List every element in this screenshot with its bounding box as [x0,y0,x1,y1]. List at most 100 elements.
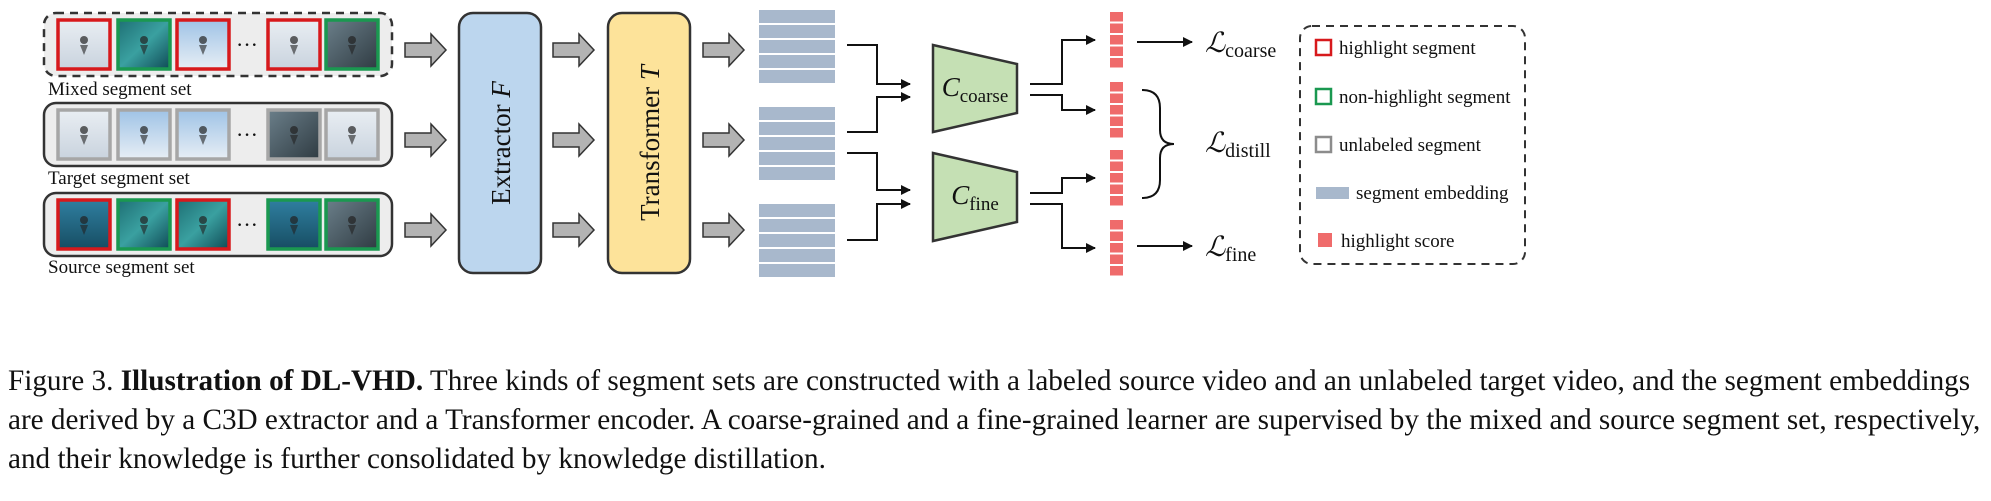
segment-frame [324,198,380,251]
segment-frame [56,18,112,71]
segment-frame [175,108,231,161]
fine-learner: Cfine [931,151,1019,243]
highlight-score-cell [1110,128,1123,138]
block-arrow [404,212,448,248]
score-to-loss-arrows [1137,37,1193,251]
segment-embedding-bar [759,167,835,180]
block-arrow [552,122,596,158]
embedding-stack [759,204,835,277]
score-square-icon [1318,233,1332,247]
transformer-block: Transformer T [606,11,692,275]
caption-title: Illustration of DL-VHD. [120,365,424,397]
embedding-stack [759,10,835,83]
legend-label: unlabeled segment [1339,135,1482,156]
segment-embedding-bar [759,264,835,277]
highlight-score-cell [1110,12,1123,22]
legend-container [1299,25,1526,265]
block-arrow [552,212,596,248]
segment-embedding-bar [759,70,835,83]
highlight-score-cell [1110,93,1123,103]
coarse-learner-label: Ccoarse [942,72,1009,107]
block-arrows-2 [552,32,596,248]
segment-frames: ········· [56,18,380,251]
highlight-box-icon [1314,38,1333,57]
unlabeled-box-icon [1314,135,1333,154]
embedding-stack [759,107,835,180]
highlight-score-cell [1110,150,1123,160]
segment-frame [175,18,231,71]
score-column [1110,12,1123,68]
highlight-score-cell [1110,161,1123,171]
ellipsis: ··· [236,32,258,57]
legend: highlight segment non-highlight segment … [1299,25,1526,265]
loss-fine-label: ℒfine [1205,232,1256,266]
segment-embedding-bar [759,55,835,68]
score-column [1110,150,1123,206]
legend-label: highlight score [1341,231,1454,252]
highlight-score-cell [1110,266,1123,276]
highlight-score-cell [1110,35,1123,45]
highlight-score-cell [1110,46,1123,56]
segment-frame [116,108,172,161]
embedding-to-learner-connectors [847,44,911,241]
segment-frame [324,108,380,161]
highlight-score-cell [1110,82,1123,92]
coarse-learner: Ccoarse [931,43,1019,134]
highlight-score-cell [1110,243,1123,253]
segment-embedding-bar [759,137,835,150]
highlight-score-cell [1110,220,1123,230]
target-set-label: Target segment set [48,168,191,189]
caption-prefix: Figure 3. [8,365,121,397]
highlight-score-cell [1110,184,1123,194]
block-arrow [552,32,596,68]
loss-coarse-label: ℒcoarse [1205,28,1276,62]
mixed-set-label: Mixed segment set [48,79,192,100]
legend-label: highlight segment [1339,38,1476,59]
segment-frame [56,108,112,161]
block-arrow [702,122,746,158]
highlight-score-cell [1110,231,1123,241]
learner-to-score-connectors [1030,35,1096,253]
segment-frame [116,198,172,251]
block-arrow [702,212,746,248]
segment-embedding-bar [759,249,835,262]
highlight-score-cell [1110,105,1123,115]
segment-embedding-bar [759,40,835,53]
highlight-score-cell [1110,196,1123,206]
segment-embedding-bar [759,122,835,135]
pipeline-diagram: Mixed segment set Target segment set Sou… [42,10,1526,278]
segment-embedding-bar [759,219,835,232]
segment-embedding-bar [759,25,835,38]
segment-frame [116,18,172,71]
block-arrows-3 [702,32,746,248]
non-highlight-box-icon [1314,87,1333,106]
segment-frame [266,18,322,71]
loss-distill-label: ℒdistill [1205,128,1271,162]
extractor-block: Extractor F [457,11,543,275]
segment-embedding-bar [759,10,835,23]
legend-label: segment embedding [1356,183,1509,204]
highlight-score-cell [1110,173,1123,183]
segment-frame [175,198,231,251]
segment-embedding-bar [759,107,835,120]
segment-frame [266,108,322,161]
segment-frame [324,18,380,71]
distill-brace [1141,89,1175,199]
highlight-score-columns [1110,12,1123,276]
highlight-score-cell [1110,116,1123,126]
embedding-bar-icon [1316,187,1349,199]
extractor-label: Extractor F [486,81,516,205]
segment-embedding-bar [759,204,835,217]
source-set-label: Source segment set [48,257,195,278]
segment-frame [266,198,322,251]
fine-learner-label: Cfine [951,180,999,215]
highlight-score-cell [1110,254,1123,264]
block-arrow [404,122,448,158]
score-column [1110,82,1123,138]
block-arrow [404,32,448,68]
score-column [1110,220,1123,276]
transformer-label: Transformer T [635,63,665,221]
block-arrow [702,32,746,68]
ellipsis: ··· [236,122,258,147]
segment-embedding-bar [759,234,835,247]
